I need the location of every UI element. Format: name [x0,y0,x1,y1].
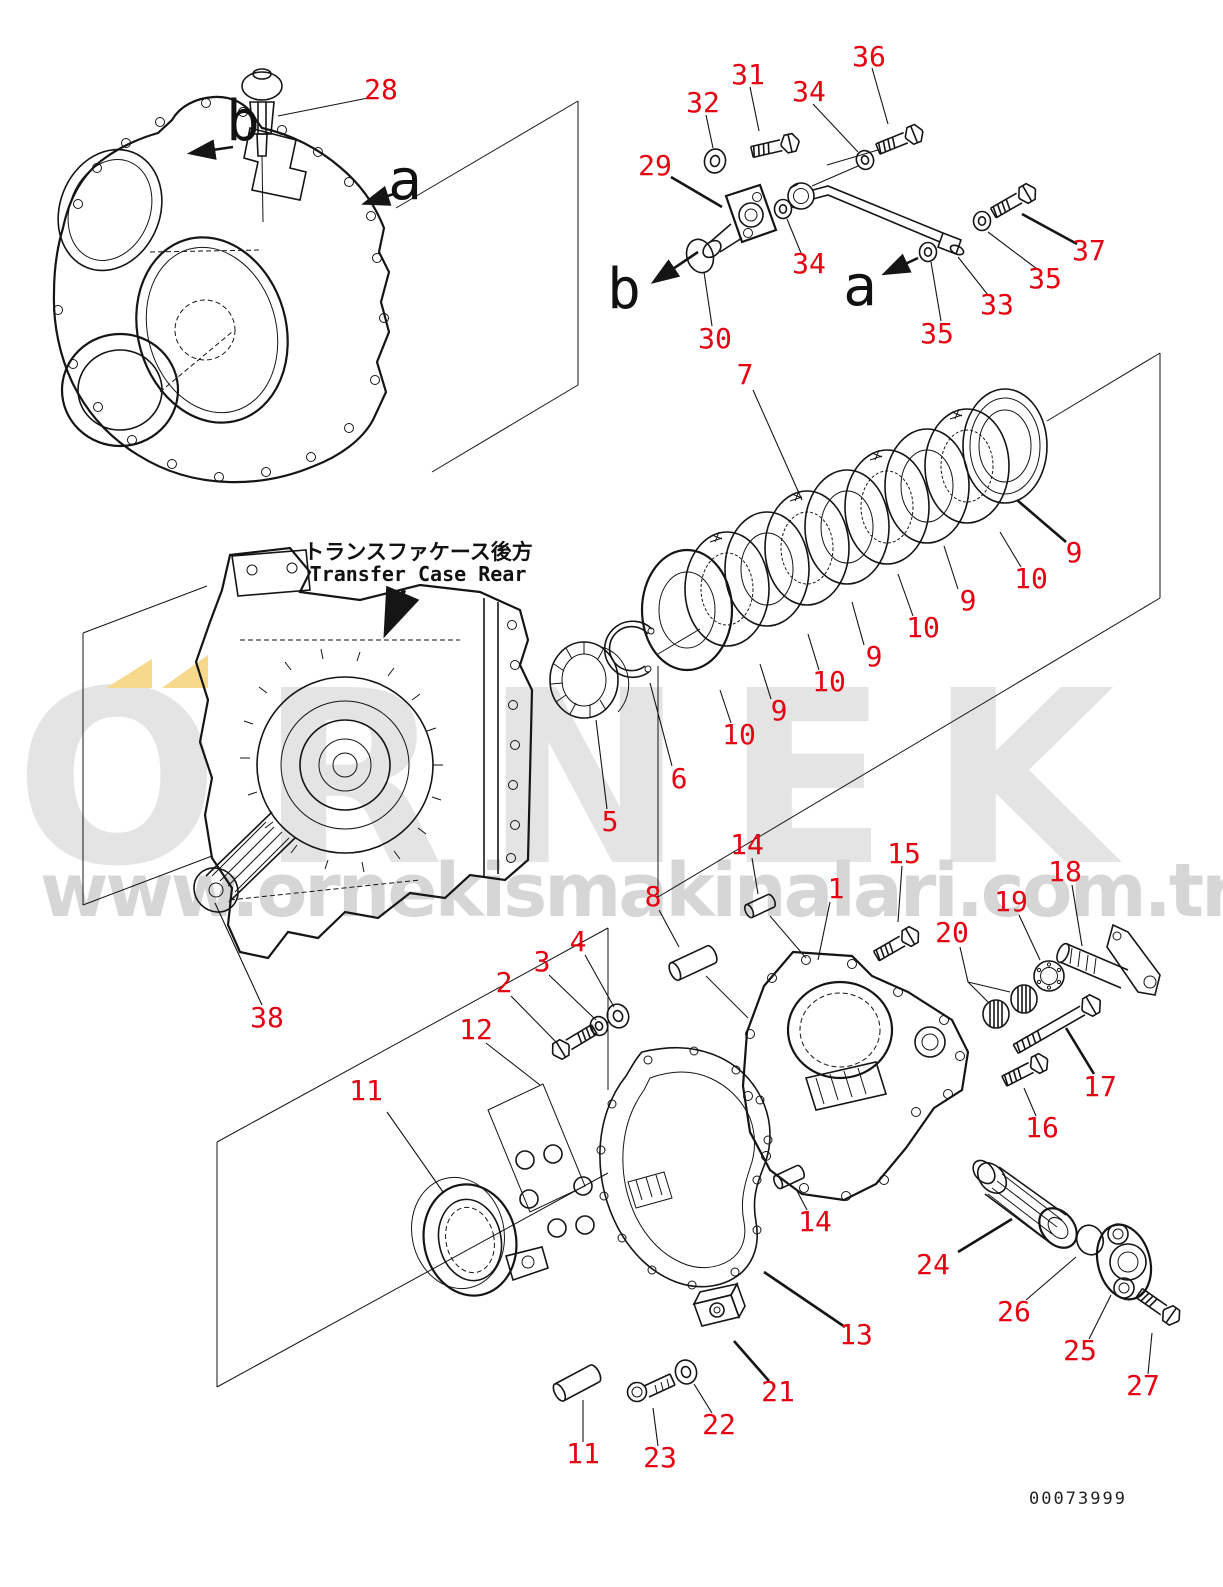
o-ring-group-part12 [515,1144,595,1238]
figure-number: 00073999 [1029,1489,1127,1509]
callout-38: 38 [250,1001,284,1034]
callout-36: 36 [852,40,886,73]
clutch-pack [549,388,1048,719]
callout-10b: 10 [906,611,940,644]
callout-9c: 9 [866,640,883,673]
watermark-url-text: www.ornekismakinalari.com.tr [40,848,1223,934]
callout-25: 25 [1063,1334,1097,1367]
callout-9d: 9 [771,694,788,727]
callout-33: 33 [980,288,1014,321]
callout-14b: 14 [798,1205,832,1238]
bolt-part16 [999,1050,1053,1090]
callout-8: 8 [645,880,662,913]
callout-31: 31 [731,58,765,91]
block-part21 [692,1282,746,1327]
section-title: トランスファケース後方 Transfer Case Rear [303,540,533,639]
callout-21: 21 [761,1375,795,1408]
callout-11a: 11 [349,1074,383,1107]
callout-9a: 9 [1066,536,1083,569]
callout-30: 30 [698,322,732,355]
callout-3: 3 [534,945,551,978]
callout-37: 37 [1072,234,1106,267]
cover-assembly [411,892,1185,1404]
callout-14a: 14 [730,828,764,861]
bearing-part19 [1033,960,1065,992]
watermark: ORNEK www.ornekismakinalari.com.tr [15,639,1223,934]
callout-10c: 10 [812,665,846,698]
callout-20: 20 [935,916,969,949]
watermark-logo-triangle-left [106,659,152,688]
callout-19: 19 [994,885,1028,918]
callout-34a: 34 [792,75,826,108]
pin-part8 [665,943,721,983]
callout-17: 17 [1083,1070,1117,1103]
callout-29: 29 [638,149,672,182]
section-title-japanese: トランスファケース後方 [303,540,533,564]
view-letter-b-top: b [226,89,260,154]
rear-flange-face [483,598,520,878]
gear-teeth-hatching [240,648,443,873]
callout-22: 22 [702,1408,736,1441]
view-letter-a-top: a [388,148,422,213]
callout-16: 16 [1025,1111,1059,1144]
callout-32: 32 [686,86,720,119]
callout-5: 5 [602,805,619,838]
pin-part14-lower [771,1163,807,1191]
o-ring-part26 [1075,1224,1105,1256]
bearing-part5 [549,641,630,719]
needle-bearing-part20-a [982,999,1010,1029]
callout-35a: 35 [920,317,954,350]
callout-13: 13 [839,1318,873,1351]
flange-part25 [1095,1223,1153,1301]
section-panels [82,100,1161,1388]
callout-10d: 10 [722,718,756,751]
bolt-part23 [626,1373,676,1403]
view-letter-a-mid: a [843,254,877,319]
snap-ring-part6 [603,620,655,679]
callout-10a: 10 [1014,562,1048,595]
callout-28: 28 [364,73,398,106]
bolt-part17 [1009,991,1106,1059]
seal-retainer-part11 [411,1176,549,1297]
callout-24: 24 [916,1248,950,1281]
leader-lines [214,67,1153,1447]
callout-2: 2 [496,966,513,999]
callout-12: 12 [459,1013,493,1046]
callout-6: 6 [671,762,688,795]
callout-4: 4 [570,925,587,958]
breather-valve-part28 [241,68,283,223]
view-letter-b-mid: b [607,257,641,322]
callout-11b: 11 [566,1437,600,1470]
rear-housing-view [193,546,534,960]
view-letters: b a b a [186,89,919,322]
output-shaft [193,811,296,913]
needle-bearing-part20-b [1010,984,1038,1014]
shaft-part18 [1056,923,1161,996]
callout-9b: 9 [960,584,977,617]
callout-27: 27 [1126,1369,1160,1402]
pin-part11-lower [550,1362,604,1404]
callout-1: 1 [828,872,845,905]
bolt-part27 [1133,1284,1185,1329]
callout-7: 7 [737,358,754,391]
washer-part22 [671,1356,701,1388]
coupling-part24 [972,1159,1078,1249]
callout-34b: 34 [792,247,826,280]
callout-35b: 35 [1028,262,1062,295]
callout-23: 23 [643,1441,677,1474]
callout-15: 15 [887,837,921,870]
section-title-english: Transfer Case Rear [310,562,527,586]
callout-18: 18 [1048,855,1082,888]
callout-26: 26 [997,1295,1031,1328]
section-title-arrow [383,585,420,639]
front-housing-view [52,95,391,484]
part-callouts: 28 36 31 34 32 29 34 30 33 35 35 37 7 9 … [250,40,1160,1474]
